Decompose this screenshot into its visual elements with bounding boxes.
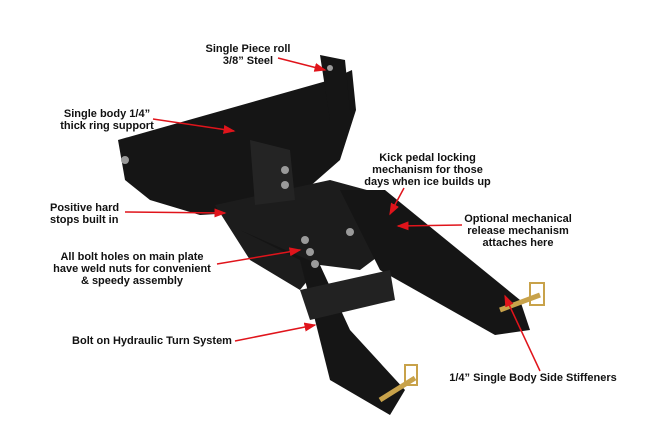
arrow-side-stiffeners bbox=[504, 294, 541, 372]
callout-hydraulic-turn: Bolt on Hydraulic Turn System bbox=[72, 335, 232, 347]
callout-ring-support: Single body 1/4”thick ring support bbox=[60, 108, 154, 132]
cross-member bbox=[300, 270, 395, 320]
bolts bbox=[121, 65, 354, 268]
hitch-pins bbox=[378, 282, 545, 403]
right-arm bbox=[340, 190, 530, 335]
arrow-mechanical-release bbox=[396, 221, 463, 231]
callout-arrows bbox=[124, 57, 541, 372]
pivot-bracket bbox=[250, 140, 295, 205]
callout-side-stiffeners: 1/4” Single Body Side Stiffeners bbox=[449, 372, 617, 384]
left-arm bbox=[240, 230, 405, 415]
arrow-ring-support bbox=[152, 118, 236, 134]
arrow-hard-stops bbox=[124, 208, 227, 218]
arrow-roll-steel bbox=[277, 57, 327, 72]
arrow-hydraulic-turn bbox=[234, 322, 317, 342]
roll-steel-plate bbox=[320, 55, 350, 120]
arrow-weld-nuts bbox=[216, 247, 302, 265]
ring-support bbox=[118, 70, 356, 215]
plow-mount-frame bbox=[118, 55, 530, 415]
arrow-kick-pedal bbox=[389, 187, 405, 216]
